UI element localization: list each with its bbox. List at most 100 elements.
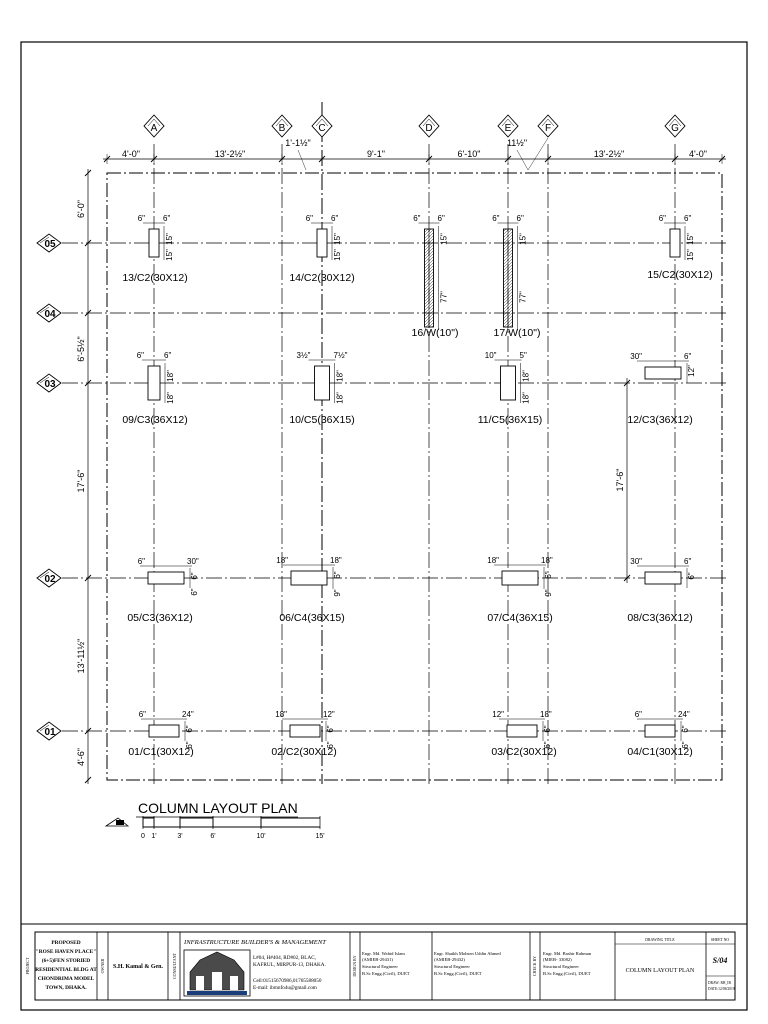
project-line: CHONDRIMA MODEL bbox=[38, 976, 95, 982]
dimension-text: 6" bbox=[544, 571, 553, 578]
dimension-tick bbox=[84, 727, 92, 735]
designer-name: Engr. Md. Wahid Islam bbox=[362, 951, 405, 956]
column-label: 12/C3(36X12) bbox=[627, 414, 692, 426]
scale-bar-label: 10' bbox=[256, 833, 265, 840]
title-block: PROJECT PROPOSED "ROSE HAVEN PLACE" (6+5… bbox=[25, 931, 736, 1001]
dimension-text: 6" bbox=[681, 725, 690, 732]
left-dimension-label: 17'-6" bbox=[76, 470, 86, 493]
column-label: 10/C5(36X15) bbox=[289, 414, 354, 426]
dimension-text: 6" bbox=[139, 710, 146, 719]
grid-column-label: C bbox=[318, 123, 325, 134]
sheet-border bbox=[20, 41, 748, 1011]
grid-bubble-shape bbox=[36, 721, 62, 741]
left-dimension-label: 6'-0" bbox=[76, 200, 86, 218]
dimension-text: 24" bbox=[678, 710, 690, 719]
scale-bar-label: 3' bbox=[177, 833, 182, 840]
grid-bubble-shape bbox=[39, 376, 50, 384]
dimension-text: 6" bbox=[138, 214, 145, 223]
dimension-text: 6" bbox=[326, 725, 335, 732]
grid-bubble-column: G bbox=[664, 114, 686, 138]
dimension-text: 6" bbox=[138, 557, 145, 566]
structural-column: 6" 6" 15" 15" 15/C2(30X12) bbox=[647, 214, 712, 281]
grid-bubble-shape bbox=[36, 233, 62, 253]
dimension-text: 10" bbox=[485, 351, 497, 360]
dimension-text: 6" bbox=[543, 741, 552, 748]
column-shape bbox=[314, 365, 330, 401]
column-shape bbox=[501, 570, 539, 586]
scale-bar-label: 1' bbox=[151, 833, 156, 840]
firm-name: INFRASTRUCTURE BUILDER'S & MANAGEMENT bbox=[183, 939, 327, 946]
grid-bubble-shape bbox=[36, 568, 62, 588]
grid-bubble-row: 02 bbox=[36, 568, 62, 588]
project-line: PROPOSED bbox=[51, 940, 80, 946]
consultant-tag: CONSULTANT bbox=[172, 952, 177, 979]
scale-bar-label: 15' bbox=[315, 833, 324, 840]
column-label: 04/C1(30X12) bbox=[627, 746, 692, 758]
drawing-title: COLUMN LAYOUT PLAN bbox=[626, 968, 695, 974]
dimension-text: 30" bbox=[630, 352, 642, 361]
grid-row-label: 01 bbox=[44, 727, 56, 738]
grid-bubble-shape bbox=[39, 236, 50, 244]
dimension-text: 15" bbox=[519, 233, 528, 245]
structural-column: 3½"7½"18"18"10/C5(36X15) bbox=[289, 351, 354, 426]
grid-bubble-shape bbox=[39, 724, 50, 732]
scale-bar-line bbox=[142, 817, 320, 828]
checker-degree: B.Sc Engg.(Civil), DUET bbox=[543, 971, 591, 977]
dimension-text: 15" bbox=[686, 233, 695, 245]
column-label: 15/C2(30X12) bbox=[647, 269, 712, 281]
column-label: 11/C5(36X15) bbox=[478, 414, 543, 426]
dimension-text: 18" bbox=[166, 392, 175, 404]
column-shape bbox=[148, 228, 160, 258]
dimension-text: 6" bbox=[185, 741, 194, 748]
scale-bar-label: 0 bbox=[141, 833, 145, 840]
dimension-text: 6" bbox=[684, 214, 691, 223]
inner-dimension-label: 17'-6" bbox=[615, 469, 625, 492]
dimension-text: 6" bbox=[681, 741, 690, 748]
column-label: 16/W(10") bbox=[412, 327, 459, 339]
grid-row-label: 02 bbox=[44, 574, 56, 585]
structural-column: 6"6"15"15"13/C2(30X12) bbox=[122, 214, 187, 284]
column-shape bbox=[506, 724, 538, 738]
dimension-text: 6" bbox=[659, 214, 666, 223]
column-shape bbox=[644, 366, 682, 380]
grid-bubble-shape bbox=[36, 303, 62, 323]
structural-column: 18"18"6"9"06/C4(36X15) bbox=[276, 556, 344, 624]
dimension-text: 30" bbox=[187, 557, 199, 566]
structural-column: 6"30"6"6"05/C3(36X12) bbox=[127, 557, 199, 624]
top-dimension-label: 11½" bbox=[507, 138, 527, 148]
dimension-text: 15" bbox=[686, 249, 695, 261]
checker-title: Structural Engineer bbox=[543, 964, 579, 969]
dimension-text: 6" bbox=[543, 725, 552, 732]
dimension-text: 30" bbox=[630, 557, 642, 566]
grid-bubble-shape bbox=[541, 118, 555, 127]
plan-title: COLUMN LAYOUT PLAN bbox=[138, 800, 298, 816]
dimension-text: 6" bbox=[137, 351, 144, 360]
grid-bubble-shape bbox=[315, 118, 329, 127]
grid-bubble-shape bbox=[275, 118, 289, 127]
grid-bubble-column: A bbox=[143, 114, 165, 138]
dimension-text: 24" bbox=[182, 710, 194, 719]
structural-column: 30"6"6"08/C3(36X12) bbox=[627, 557, 696, 624]
dimension-text: 9" bbox=[333, 589, 342, 596]
dimension-text: 6" bbox=[331, 214, 338, 223]
dimension-text: 77" bbox=[519, 291, 528, 303]
dimension-text: 6" bbox=[163, 214, 170, 223]
column-label: 01/C1(30X12) bbox=[128, 746, 193, 758]
grid-row-label: 04 bbox=[44, 309, 56, 320]
dimension-text: 6" bbox=[517, 214, 524, 223]
grid-bubble-shape bbox=[497, 114, 519, 138]
designer-degree: B.Sc Engg.(Civil), DUET bbox=[434, 971, 482, 977]
dimension-text: 18" bbox=[336, 370, 345, 382]
dimension-text: 12" bbox=[323, 710, 335, 719]
column-label: 03/C2(30X12) bbox=[491, 746, 556, 758]
dimension-text: 18" bbox=[336, 392, 345, 404]
grid-bubble-column: D bbox=[418, 114, 440, 138]
check-tag: CHECK BY bbox=[532, 956, 537, 976]
dimension-text: 6" bbox=[185, 725, 194, 732]
grid-bubble-shape bbox=[39, 571, 50, 579]
sheet-tag: SHEET NO bbox=[711, 938, 729, 942]
grid-bubble-column: F bbox=[537, 114, 559, 138]
dimension-text: 6" bbox=[492, 214, 499, 223]
designer-degree: B.Sc Engg.(Civil), DUET bbox=[362, 971, 410, 977]
